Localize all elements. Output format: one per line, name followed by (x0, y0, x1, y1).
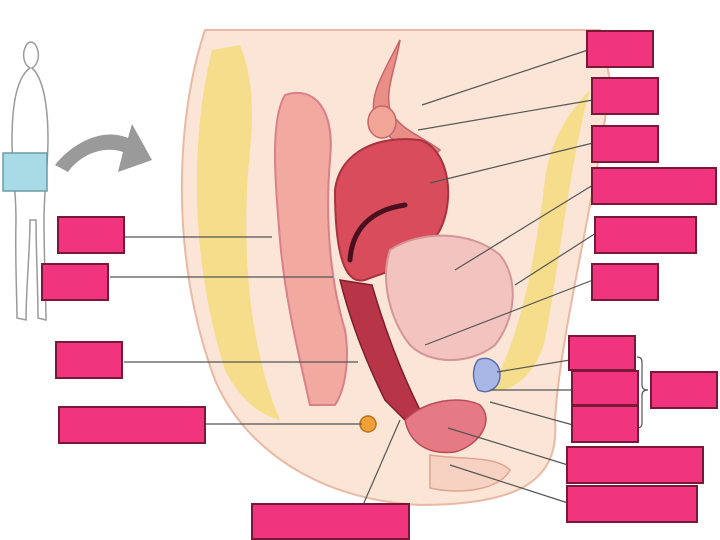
label-box-labium-minus[interactable] (566, 446, 704, 484)
bladder-shape (385, 234, 514, 361)
label-box-clitoris-prepuce[interactable] (568, 335, 636, 371)
leader-line-labium-majus (449, 464, 569, 504)
leader-line-clitoris-prepuce (496, 359, 571, 373)
leader-line-urethra (424, 279, 594, 346)
label-box-external-urethral-orifice[interactable] (571, 405, 639, 443)
pubic-symphysis-shape (472, 357, 501, 393)
leader-line-pubic-symphysis (514, 232, 597, 286)
group-bracket (636, 356, 649, 429)
label-box-clitoris-glans[interactable] (571, 370, 639, 406)
labia-shape (404, 399, 487, 454)
leader-line-uterine-tube (421, 49, 589, 106)
leader-line-ovary (417, 99, 594, 131)
fat-layer-anterior (490, 90, 590, 391)
leader-line-vaginal-orifice (362, 419, 401, 506)
fat-layer-posterior (196, 45, 280, 420)
label-box-uterine-tube[interactable] (586, 30, 654, 68)
leader-line-external-urethral-orifice (489, 401, 574, 426)
label-box-rectum[interactable] (57, 216, 125, 254)
label-box-ovary[interactable] (591, 77, 659, 115)
label-box-anus[interactable] (58, 406, 206, 444)
figure-region-highlight (2, 152, 48, 192)
rectum-shape (274, 91, 348, 406)
label-box-external-genitalia-group[interactable] (650, 371, 718, 409)
ovary-shape (367, 105, 397, 139)
leader-line-urinary-bladder (454, 184, 594, 271)
label-box-urethra[interactable] (591, 263, 659, 301)
pointer-arrow (55, 124, 152, 172)
uterine-cavity (347, 202, 408, 263)
label-box-urinary-bladder[interactable] (591, 167, 717, 205)
labium-majus-shape (429, 454, 511, 492)
label-box-vagina[interactable] (55, 341, 123, 379)
label-box-cervix[interactable] (41, 263, 109, 301)
leader-line-labium-minus (447, 427, 569, 466)
label-box-vaginal-orifice[interactable] (251, 503, 410, 540)
label-box-uterus[interactable] (591, 125, 659, 163)
label-box-pubic-symphysis[interactable] (594, 216, 697, 254)
anus-shape (359, 415, 377, 433)
label-box-labium-majus[interactable] (566, 485, 698, 523)
leader-line-uterus (429, 142, 594, 184)
